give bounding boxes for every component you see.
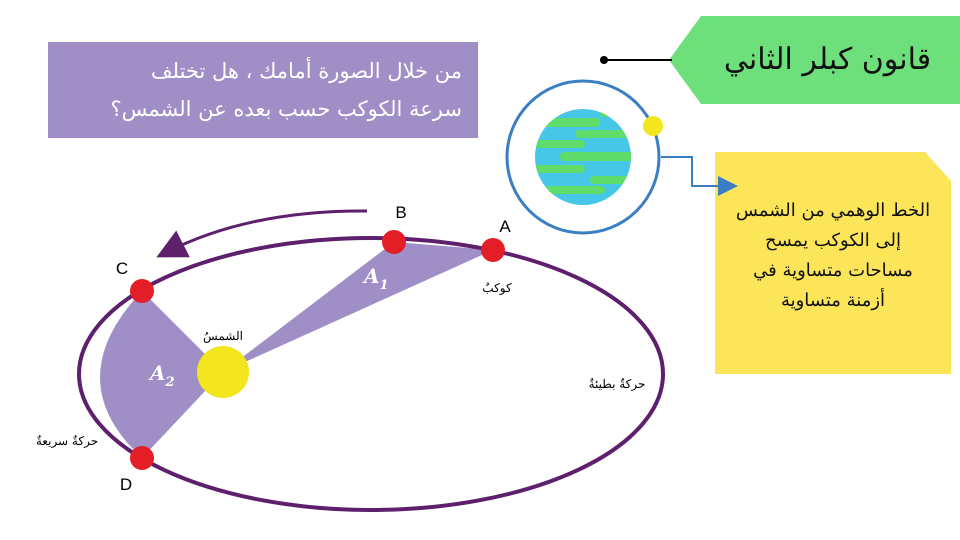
point-d — [130, 446, 154, 470]
point-c — [130, 279, 154, 303]
sun — [197, 346, 249, 398]
label-d: D — [120, 475, 132, 494]
title-tag — [669, 16, 960, 104]
swept-area-1 — [223, 242, 493, 372]
slow-motion-label: حركةٌ بطيئةٌ — [589, 377, 646, 391]
label-b: B — [395, 203, 406, 222]
question-line-1: من خلال الصورة أمامك ، هل تختلف — [150, 59, 462, 83]
area-1-label: A1 — [362, 264, 389, 293]
label-a: A — [499, 217, 511, 236]
point-a — [481, 238, 505, 262]
connector-dot — [600, 56, 608, 64]
note-pointer-arrow — [661, 156, 738, 196]
orbit-direction-arrow — [156, 209, 368, 258]
explanation-note: الخط الوهمي من الشمس إلى الكوكب يمسح مسا… — [715, 152, 951, 374]
orbit-ellipse — [77, 236, 665, 512]
point-b — [382, 230, 406, 254]
note-line-2: إلى الكوكب يمسح — [765, 230, 901, 251]
earth-icon — [535, 109, 631, 205]
question-box: من خلال الصورة أمامك ، هل تختلف سرعة الك… — [48, 42, 478, 138]
sun-label: الشمسُ — [203, 329, 243, 343]
note-line-1: الخط الوهمي من الشمس — [735, 200, 931, 221]
small-sun-icon — [643, 116, 663, 136]
area-2-label: A2 — [148, 361, 175, 390]
note-line-3: مساحات متساوية في — [753, 260, 913, 281]
page-title: قانون كبلر الثاني — [723, 42, 932, 77]
swept-area-2 — [100, 291, 223, 458]
label-c: C — [116, 259, 128, 278]
planet-label: كوكبٌ — [482, 281, 512, 295]
fast-motion-label: حركةٌ سريعةٌ — [36, 434, 98, 448]
question-line-2: سرعة الكوكب حسب بعده عن الشمس؟ — [110, 97, 462, 121]
note-line-4: أزمنة متساوية — [780, 290, 886, 311]
